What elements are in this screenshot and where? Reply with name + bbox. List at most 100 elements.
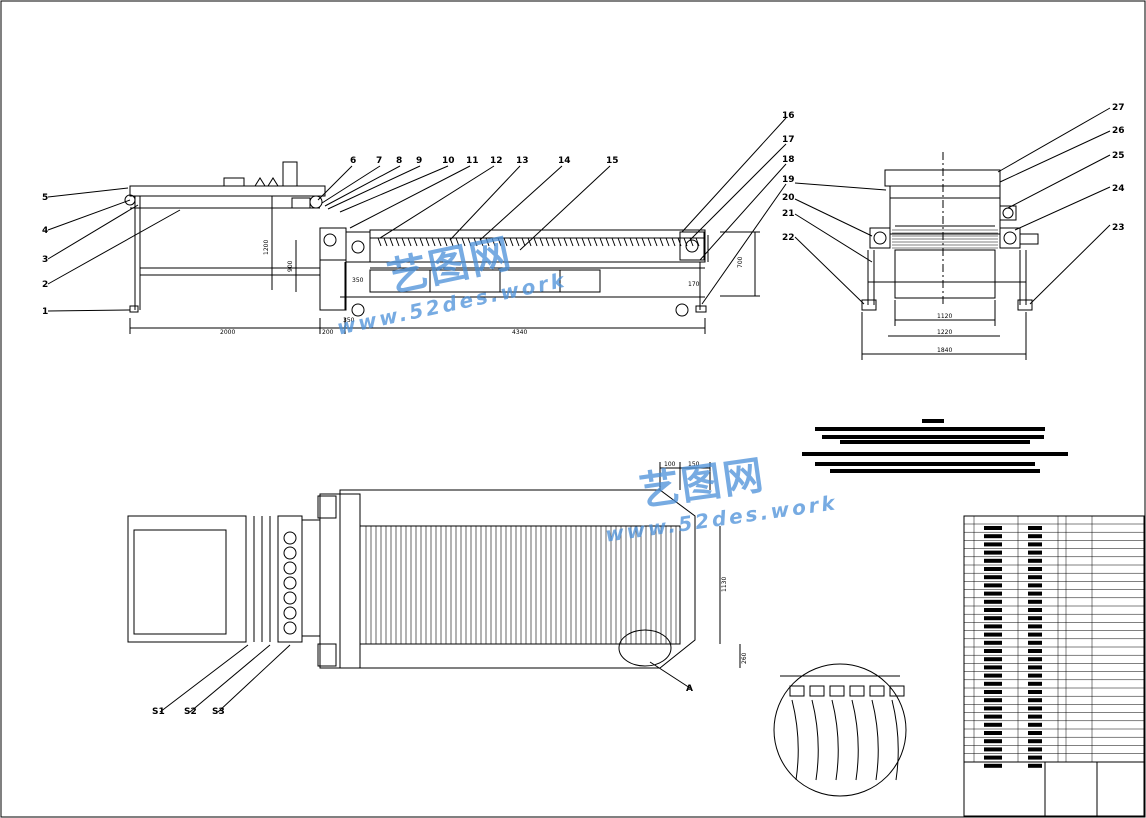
table-cell-fill — [1028, 673, 1042, 678]
table-cell-fill — [1028, 624, 1042, 629]
label-23: 23 — [1112, 223, 1125, 233]
label-24: 24 — [1112, 184, 1125, 194]
table-cell-fill — [1028, 583, 1042, 588]
table-cell-fill — [1028, 763, 1042, 768]
conveyor-tooth — [677, 237, 682, 247]
table-cell-fill — [1028, 616, 1042, 621]
table-cell-fill — [1028, 534, 1042, 539]
conveyor-tooth — [503, 237, 508, 247]
plan-view-belt-slats — [365, 526, 677, 644]
conveyor-tooth — [557, 237, 562, 247]
table-cell-fill — [1028, 640, 1042, 645]
table-cell-fill — [1028, 632, 1042, 637]
table-cell-fill — [984, 681, 1002, 686]
roller — [283, 546, 297, 560]
conveyor-tooth — [455, 237, 460, 247]
label-2: 2 — [42, 280, 48, 290]
conveyor-tooth — [545, 237, 550, 247]
end-elevation-belt — [892, 229, 998, 249]
table-cell-fill — [984, 739, 1002, 744]
table-cell-fill — [984, 624, 1002, 629]
label-26: 26 — [1112, 126, 1125, 136]
conveyor-tooth — [515, 237, 520, 247]
conveyor-tooth — [413, 237, 418, 247]
roller — [283, 561, 297, 575]
conveyor-tooth — [689, 237, 694, 247]
label-a: A — [686, 684, 693, 694]
table-cell-fill — [984, 550, 1002, 555]
table-cell-fill — [984, 722, 1002, 727]
label-27: 27 — [1112, 103, 1125, 113]
table-cell-fill — [984, 698, 1002, 703]
table-cell-fill — [1028, 747, 1042, 752]
table-cell-fill — [984, 755, 1002, 760]
conveyor-tooth — [617, 237, 622, 247]
text-labels: 5 4 3 2 1 6 7 8 9 10 11 12 13 14 15 16 1… — [42, 103, 1125, 717]
dim-1200: 1200 — [263, 240, 270, 255]
label-s3: S3 — [212, 707, 225, 717]
label-3: 3 — [42, 255, 48, 265]
table-cell-fill — [984, 558, 1002, 563]
conveyor-tooth — [635, 237, 640, 247]
table-cell-fill — [1028, 649, 1042, 653]
conveyor-tooth — [569, 237, 574, 247]
dim-1130: 1130 — [721, 577, 728, 592]
table-cell-fill — [1028, 575, 1042, 580]
table-cell-fill — [984, 640, 1002, 645]
label-19: 19 — [782, 175, 795, 185]
label-12: 12 — [490, 156, 503, 166]
table-cell-fill — [984, 599, 1002, 604]
table-cell-fill — [1028, 657, 1042, 662]
table-cell-fill — [984, 608, 1002, 612]
detail-link — [869, 685, 885, 697]
conveyor-tooth — [491, 237, 496, 247]
detail-a-inner — [780, 675, 905, 781]
table-cell-fill — [1028, 755, 1042, 760]
detail-spiral — [791, 699, 799, 781]
detail-link — [829, 685, 845, 697]
dim-170: 170 — [688, 281, 700, 288]
table-cell-fill — [1028, 542, 1042, 547]
label-7: 7 — [376, 156, 382, 166]
table-cell-fill — [984, 542, 1002, 547]
table-cell-fill — [984, 763, 1002, 768]
dimension-texts: 2000 200 4340 350 350 700 1200 900 170 1… — [220, 240, 952, 664]
table-cell-fill — [1028, 608, 1042, 612]
label-8: 8 — [396, 156, 402, 166]
plan-view-rollers — [283, 531, 297, 635]
table-cell-fill — [984, 591, 1002, 596]
label-13: 13 — [516, 156, 529, 166]
detail-spiral — [891, 699, 899, 781]
label-11: 11 — [466, 156, 479, 166]
table-cell-fill — [984, 747, 1002, 752]
table-cell-fill — [1028, 558, 1042, 563]
side-elevation — [47, 117, 787, 334]
label-20: 20 — [782, 193, 795, 203]
conveyor-tooth — [419, 237, 424, 247]
table-cell-fill — [1028, 567, 1042, 571]
conveyor-tooth — [623, 237, 628, 247]
label-25: 25 — [1112, 151, 1125, 161]
table-cell-fill — [1028, 599, 1042, 604]
table-cell-fill — [1028, 731, 1042, 735]
label-5: 5 — [42, 193, 48, 203]
dim-4340: 4340 — [512, 329, 527, 336]
conveyor-tooth — [671, 237, 676, 247]
table-cell-fill — [1028, 706, 1042, 711]
conveyor-tooth — [611, 237, 616, 247]
conveyor-tooth — [533, 237, 538, 247]
conveyor-tooth — [443, 237, 448, 247]
roller — [283, 531, 297, 545]
detail-spiral — [871, 699, 879, 781]
table-cell-fill — [984, 657, 1002, 662]
label-17: 17 — [782, 135, 795, 145]
table-cell-fill — [1028, 714, 1042, 719]
dim-900: 900 — [287, 260, 294, 272]
conveyor-tooth — [653, 237, 658, 247]
roller — [283, 621, 297, 635]
dim-200: 200 — [322, 329, 334, 336]
table-cell-fill — [984, 731, 1002, 735]
conveyor-tooth — [521, 237, 526, 247]
conveyor-tooth — [665, 237, 670, 247]
conveyor-tooth — [449, 237, 454, 247]
